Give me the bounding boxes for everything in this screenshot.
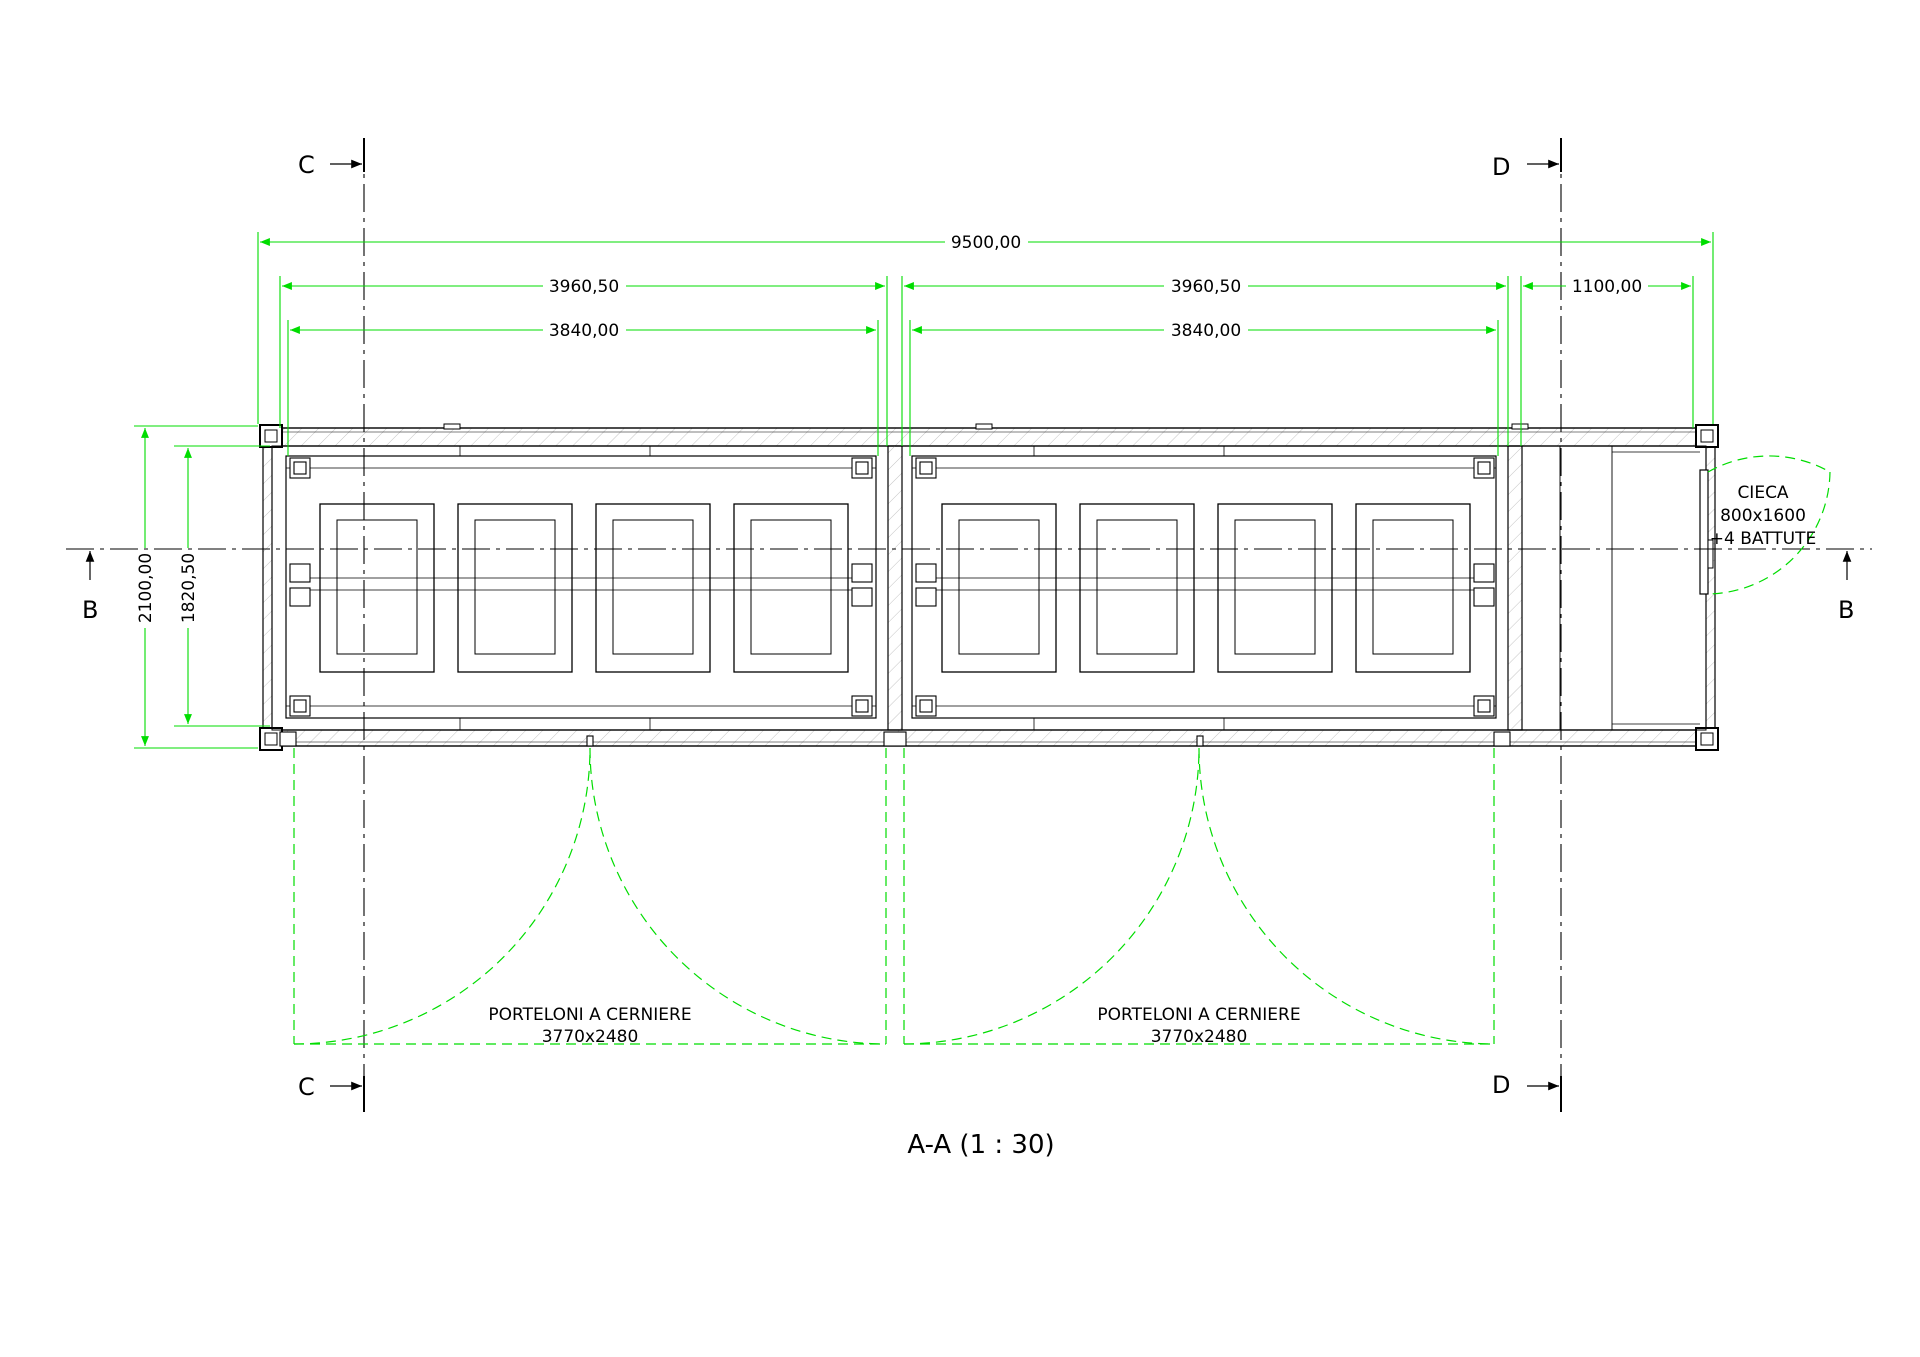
bay-1-windows <box>319 503 849 673</box>
blind-door-label-3: +4 BATTUTE <box>1710 529 1816 549</box>
top-wall <box>262 427 1716 447</box>
section-mark-b-left: B <box>82 596 98 624</box>
section-mark-d-top: D <box>1492 153 1510 181</box>
middle-partition <box>887 445 903 731</box>
door-hinges <box>279 731 1511 747</box>
dim-end-room: 1100,00 <box>1572 277 1642 297</box>
blind-door-label-2: 800x1600 <box>1720 506 1806 526</box>
section-mark-c-top: C <box>298 151 315 179</box>
bay-2-frame <box>911 455 1497 719</box>
door-left-label: PORTELONI A CERNIERE <box>488 1005 691 1025</box>
dimension-lines <box>134 232 1714 749</box>
end-room <box>1521 445 1707 731</box>
door-right-size: 3770x2480 <box>1151 1027 1248 1047</box>
door-left-size: 3770x2480 <box>542 1027 639 1047</box>
container-plan <box>259 423 1719 751</box>
door-swings <box>293 455 1831 1045</box>
dim-overall-width: 2100,00 <box>136 553 156 623</box>
dim-bay1-outer: 3960,50 <box>549 277 619 297</box>
left-wall <box>262 445 273 731</box>
bay-brackets <box>289 457 1495 717</box>
door-right-label: PORTELONI A CERNIERE <box>1097 1005 1300 1025</box>
dim-bay2-inner: 3840,00 <box>1171 321 1241 341</box>
dim-bay2-outer: 3960,50 <box>1171 277 1241 297</box>
section-mark-c-bottom: C <box>298 1073 315 1101</box>
view-title: A-A (1 : 30) <box>907 1130 1054 1160</box>
bay-2-windows <box>941 503 1471 673</box>
end-room-partition <box>1507 445 1523 731</box>
dim-bay1-inner: 3840,00 <box>549 321 619 341</box>
dim-inner-width: 1820,50 <box>179 553 199 623</box>
blind-door-label-1: CIECA <box>1737 483 1788 503</box>
blind-door-leaf <box>1699 469 1709 595</box>
dim-overall-length: 9500,00 <box>951 233 1021 253</box>
bay-1-frame <box>285 455 877 719</box>
section-mark-d-bottom: D <box>1492 1071 1510 1099</box>
center-lines <box>66 140 1872 1110</box>
section-arrows <box>85 159 1852 1091</box>
section-mark-b-right: B <box>1838 596 1854 624</box>
